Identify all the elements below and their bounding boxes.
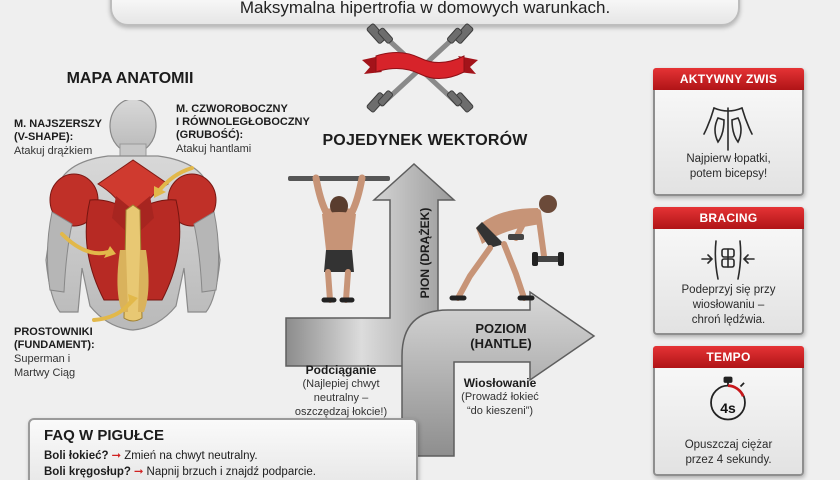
card-active-hang-text-1: Najpierw łopatki, [686,153,771,165]
card-active-hang-text: Najpierw łopatki, potem bicepsy! [659,152,798,182]
lats-name: M. NAJSZERSZY [14,118,103,130]
lats-note: Atakuj drążkiem [14,145,93,157]
row-description: Wiosłowanie (Prowadź łokieć “do kieszeni… [446,376,554,418]
horizontal-label-1: POZIOM [475,321,527,336]
traps-label: M. CZWOROBOCZNY I RÓWNOLEGŁOBOCZNY (GRUB… [176,103,310,156]
faq-answer: Zmień na chwyt neutralny. [124,450,258,462]
pullup-note-2: neutralny – [313,392,369,404]
anatomy-pointer-arrows [60,166,194,322]
stopwatch-icon [710,376,746,421]
card-bracing-text-3: chroń lędźwia. [691,314,766,326]
page-subtitle: Maksymalna hipertrofia w domowych warunk… [239,0,611,17]
card-tempo: TEMPO 4s Opuszczaj ciężar przez 4 sekund… [653,346,804,476]
horizontal-label-2: (HANTLE) [470,336,532,351]
card-bracing-text-2: wiosłowaniu – [692,299,765,311]
pullup-figure [288,174,390,303]
faq-item: Boli kręgosłup?➞Napnij brzuch i znajdź p… [44,464,316,478]
anatomy-title: MAPA ANATOMII [66,70,194,87]
row-note-1: (Prowadź łokieć [461,391,539,403]
erectors-note-1: Superman i [14,353,71,365]
traps-name-2: I RÓWNOLEGŁOBOCZNY [176,116,310,128]
core-brace-icon [701,240,755,280]
pullup-note-3: oszczędzaj łokcie!) [294,406,388,418]
erectors-subname: (FUNDAMENT): [14,339,95,351]
row-name: Wiosłowanie [463,376,537,390]
erectors-label: PROSTOWNIKI (FUNDAMENT): Superman i Mart… [14,326,95,380]
card-bracing-text-1: Podeprzyj się przy [681,284,776,296]
card-tempo-text-1: Opuszczaj ciężar [684,439,773,451]
arrow-right-icon: ➞ [111,450,122,462]
vertical-vector-label: PION (DRĄŻEK) [418,207,432,299]
faq-item: Boli łokieć?➞Zmień na chwyt neutralny. [44,448,258,462]
shoulder-blades-icon [703,107,753,151]
card-tempo-text-2: przez 4 sekundy. [685,454,772,466]
traps-name: M. CZWOROBOCZNY [176,103,288,115]
card-tempo-title: TEMPO [653,346,804,368]
erectors-name: PROSTOWNIKI [14,326,93,338]
vectors-title: POJEDYNEK WEKTORÓW [322,132,528,149]
card-active-hang-text-2: potem bicepsy! [689,168,768,180]
card-active-hang: AKTYWNY ZWIS Najpierw łopatki, potem bic… [653,68,804,196]
card-bracing-text: Podeprzyj się przy wiosłowaniu – chroń l… [659,283,798,328]
erectors-note-2: Martwy Ciąg [14,367,76,379]
traps-subname: (GRUBOŚĆ): [176,129,244,141]
traps-note: Atakuj hantlami [176,143,252,155]
card-tempo-text: Opuszczaj ciężar przez 4 sekundy. [659,438,798,468]
faq-question: Boli kręgosłup? [44,466,131,478]
pullup-note-1: (Najlepiej chwyt [302,378,380,390]
horizontal-vector-label: POZIOM (HANTLE) [456,321,546,351]
lats-subname: (V-SHAPE): [14,131,74,143]
pullup-description: Podciąganie (Najlepiej chwyt neutralny –… [282,363,400,419]
timer-label: 4s [720,400,736,416]
dumbbell-row-figure [449,195,564,301]
vector-arrows-diagram [285,162,596,457]
top-banner: Maksymalna hipertrofia w domowych warunk… [110,0,740,26]
card-bracing-title: BRACING [653,207,804,229]
card-active-hang-title: AKTYWNY ZWIS [653,68,804,90]
faq-box: FAQ W PIGUŁCE Boli łokieć?➞Zmień na chwy… [28,418,418,480]
arrow-right-icon: ➞ [133,466,144,478]
pullup-name: Podciąganie [305,363,377,377]
crossed-dumbbells-icon [362,23,478,113]
faq-answer: Napnij brzuch i znajdź podparcie. [146,466,316,478]
faq-question: Boli łokieć? [44,450,109,462]
card-bracing: BRACING Podeprzyj się przy wiosłowaniu –… [653,207,804,335]
faq-title: FAQ W PIGUŁCE [44,427,164,444]
row-note-2: “do kieszeni”) [466,405,534,417]
lats-label: M. NAJSZERSZY (V-SHAPE): Atakuj drążkiem [14,118,102,158]
